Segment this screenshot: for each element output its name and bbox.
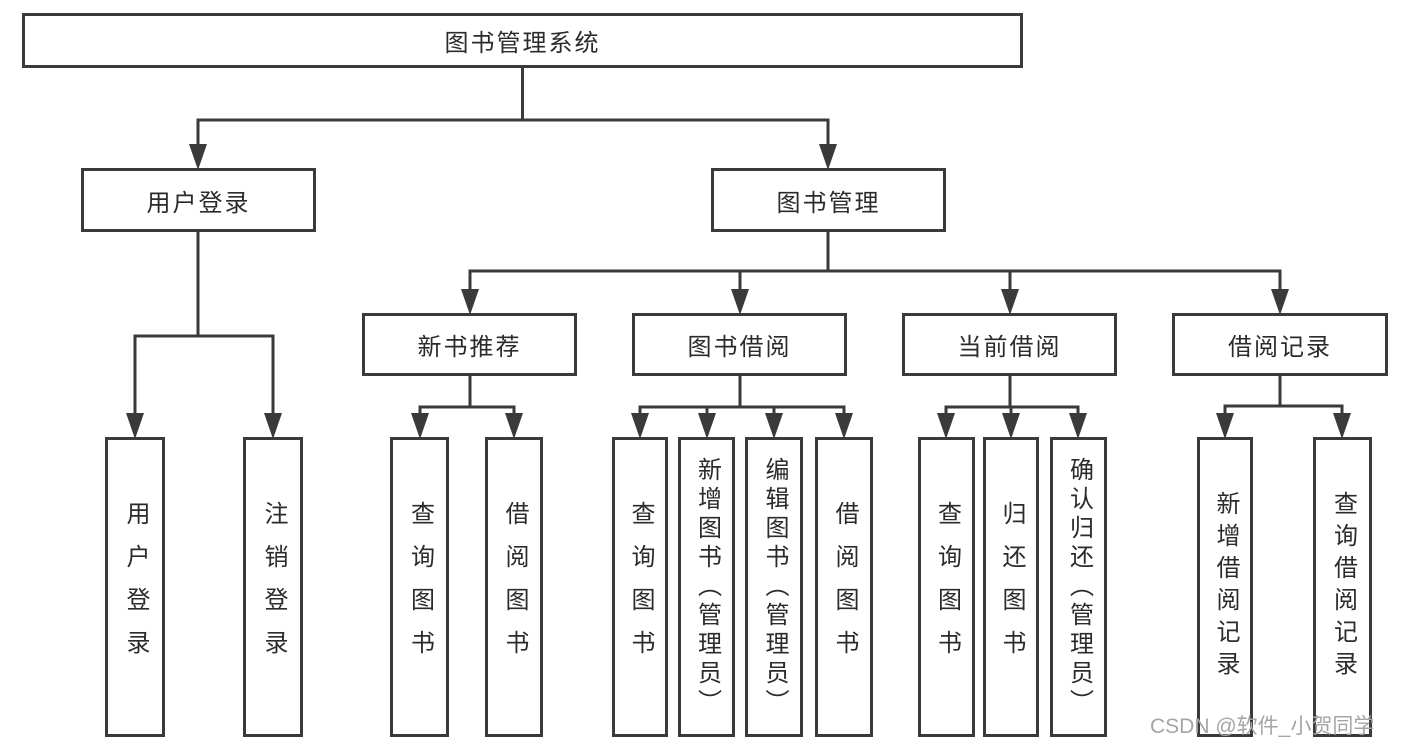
node-current-borrow: 当前借阅 (902, 313, 1117, 376)
connector-records-to-leaves (1223, 376, 1344, 416)
leaf-borrow-books-2: 借阅图书 (815, 437, 873, 737)
arrow-down-icon (631, 413, 853, 439)
node-current-borrow-label: 当前借阅 (957, 334, 1062, 361)
node-user-login: 用户登录 (81, 168, 316, 232)
node-book-borrow: 图书借阅 (632, 313, 847, 376)
node-user-login-label: 用户登录 (146, 189, 251, 217)
leaf-borrow-books-1-label: 借阅图书 (501, 501, 528, 673)
arrow-down-icon (126, 413, 282, 439)
leaf-confirm-return-admin: 确认归还（管理员） (1050, 437, 1107, 737)
leaf-query-books-1: 查询图书 (390, 437, 449, 737)
connector-root-to-level2 (196, 68, 830, 148)
leaf-edit-books-admin: 编辑图书（管理员） (745, 437, 803, 737)
leaf-add-books-admin: 新增图书（管理员） (678, 437, 735, 737)
node-borrow-records: 借阅记录 (1172, 313, 1388, 376)
connector-current-to-leaves (944, 376, 1080, 416)
csdn-watermark: CSDN @软件_小贺同学 (1150, 715, 1375, 738)
arrow-down-icon (189, 144, 837, 170)
node-borrow-records-label: 借阅记录 (1228, 334, 1332, 361)
leaf-add-borrow-record-label: 新增借阅记录 (1212, 491, 1239, 683)
connector-userlogin-to-leaves (133, 232, 275, 416)
node-new-book-recommend-label: 新书推荐 (417, 334, 522, 361)
arrow-down-icon (461, 289, 1289, 315)
leaf-query-books-2: 查询图书 (612, 437, 668, 737)
leaf-return-books: 归还图书 (983, 437, 1039, 737)
leaf-return-books-label: 归还图书 (998, 501, 1025, 673)
leaf-confirm-return-admin-label: 确认归还（管理员） (1065, 456, 1093, 718)
leaf-add-borrow-record: 新增借阅记录 (1197, 437, 1253, 737)
connector-borrow-to-leaves (638, 376, 846, 416)
connector-bookmgmt-to-level3 (468, 232, 1282, 292)
leaf-add-books-admin-label: 新增图书（管理员） (693, 456, 721, 718)
leaf-query-borrow-record: 查询借阅记录 (1313, 437, 1372, 737)
leaf-query-books-3: 查询图书 (918, 437, 975, 737)
arrow-down-icon (1216, 413, 1351, 439)
leaf-logout: 注销登录 (243, 437, 303, 737)
leaf-edit-books-admin-label: 编辑图书（管理员） (761, 456, 788, 718)
node-book-management-label: 图书管理 (776, 189, 881, 217)
node-book-management: 图书管理 (711, 168, 946, 232)
arrow-down-icon (937, 413, 1087, 439)
leaf-user-login-label: 用户登录 (122, 501, 149, 673)
leaf-query-books-1-label: 查询图书 (406, 501, 434, 673)
leaf-logout-label: 注销登录 (260, 501, 287, 673)
leaf-borrow-books-1: 借阅图书 (485, 437, 543, 737)
node-root-label: 图书管理系统 (444, 30, 601, 57)
leaf-query-borrow-record-label: 查询借阅记录 (1329, 491, 1357, 683)
node-book-borrow-label: 图书借阅 (687, 334, 792, 361)
leaf-borrow-books-2-label: 借阅图书 (831, 501, 858, 673)
arrow-down-icon (411, 413, 523, 439)
leaf-query-books-2-label: 查询图书 (627, 501, 654, 673)
leaf-user-login: 用户登录 (105, 437, 165, 737)
connector-newbook-to-leaves (418, 376, 516, 416)
leaf-query-books-3-label: 查询图书 (933, 501, 961, 673)
node-new-book-recommend: 新书推荐 (362, 313, 577, 376)
node-root: 图书管理系统 (22, 13, 1023, 68)
